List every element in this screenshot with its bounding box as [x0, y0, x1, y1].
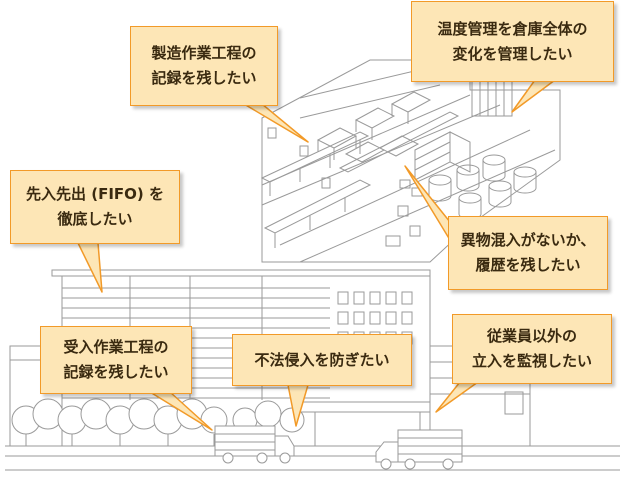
callout-text: 受入作業工程の	[63, 338, 169, 356]
callout-text: 温度管理を倉庫全体の	[437, 19, 588, 38]
callout-production-record: 製造作業工程の 記録を残したい	[130, 26, 278, 106]
callout-contamination-history: 異物混入がないか、 履歴を残したい	[448, 216, 608, 290]
callout-text: 不法侵入を防ぎたい	[254, 350, 390, 369]
callout-pointer-staff	[435, 381, 479, 413]
callout-text: 異物混入がないか、	[460, 231, 596, 249]
conveyor-line	[260, 131, 370, 183]
callout-temperature-control: 温度管理を倉庫全体の 変化を管理したい	[411, 1, 614, 82]
callout-text: 製造作業工程の	[151, 44, 257, 62]
callout-text: 履歴を残したい	[475, 256, 581, 274]
callout-fifo: 先入先出 (FIFO) を 徹底したい	[10, 170, 180, 244]
callout-intrusion-prevention: 不法侵入を防ぎたい	[232, 334, 412, 386]
warehouse-interior	[260, 59, 561, 263]
callout-text: 先入先出 (FIFO) を	[26, 185, 164, 203]
callout-text: 記録を残したい	[151, 69, 257, 87]
callout-text: 従業員以外の	[486, 327, 577, 345]
callout-text: 立入を監視したい	[471, 352, 592, 370]
callout-text: 徹底したい	[57, 210, 133, 228]
callout-receiving-record: 受入作業工程の 記録を残したい	[40, 326, 192, 394]
storage-rack	[414, 131, 471, 181]
callout-text: 記録を残したい	[63, 363, 169, 381]
barrel	[428, 154, 537, 220]
callout-text: 変化を管理したい	[452, 44, 573, 63]
delivery-truck-left	[214, 425, 295, 464]
callout-staff-monitoring: 従業員以外の 立入を監視したい	[452, 314, 612, 384]
work-table	[316, 127, 358, 160]
delivery-truck-right	[375, 429, 463, 470]
